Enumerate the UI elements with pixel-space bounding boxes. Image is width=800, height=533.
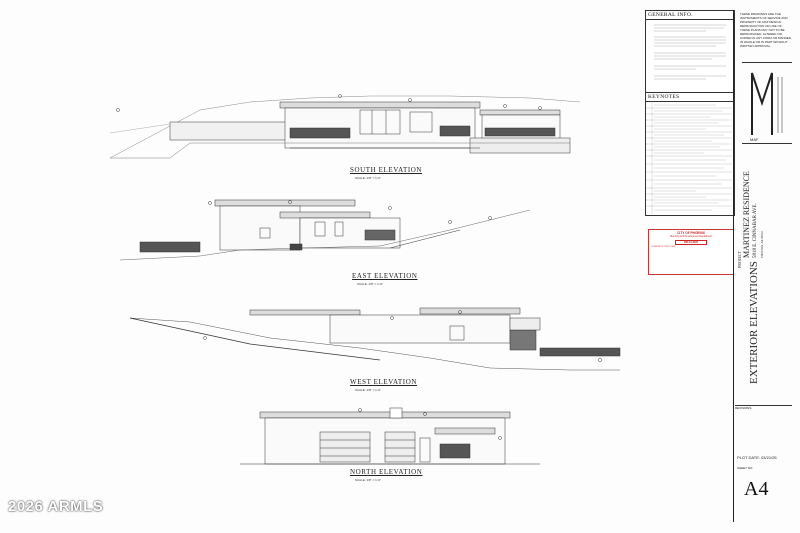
sheet-number-label: SHEET NO. — [737, 466, 754, 470]
south-elevation-scale: SCALE: 1/8" = 1'-0" — [355, 176, 382, 180]
copyright-disclaimer: THESE DRAWINGS ARE THE INSTRUMENTS OF SE… — [740, 12, 792, 48]
east-elevation-title: EAST ELEVATION — [352, 272, 418, 280]
stamp-title: CITY OF PHOENIX — [677, 231, 705, 235]
elevation-drawings — [110, 94, 621, 465]
keynotes-table — [646, 102, 732, 214]
plot-date: PLOT DATE: 03/21/25 — [737, 455, 777, 460]
stamp-note: CONSTRUCTION CODE — [651, 246, 676, 248]
general-info-heading: GENERAL INFO. — [646, 11, 734, 20]
sheet-id: A4 — [744, 478, 769, 500]
maf-logo-mark: MAF — [750, 72, 783, 142]
stamp-status: RELEASED — [675, 240, 707, 245]
west-elevation-scale: SCALE: 1/8" = 1'-0" — [355, 388, 382, 392]
sheet-title: EXTERIOR ELEVATIONS — [748, 261, 760, 384]
stamp-subtitle: Planning and Development Department — [670, 235, 712, 238]
general-info-lines — [646, 20, 734, 92]
title-block — [733, 10, 792, 522]
west-elevation-title: WEST ELEVATION — [350, 378, 418, 386]
revisions-box: REVISIONS — [735, 405, 792, 410]
east-elevation-scale: SCALE: 1/8" = 1'-0" — [357, 282, 384, 286]
south-elevation-drawing — [110, 94, 581, 159]
keynotes-heading: KEYNOTES — [646, 92, 734, 102]
watermark: 2026 ARMLS — [8, 498, 104, 515]
west-elevation-drawing — [129, 307, 621, 371]
south-elevation-title: SOUTH ELEVATION — [350, 166, 423, 174]
north-elevation-scale: SCALE: 1/8" = 1'-0" — [355, 478, 382, 482]
north-elevation-title: NORTH ELEVATION — [350, 468, 423, 476]
city-approval-stamp: CITY OF PHOENIX Planning and Development… — [648, 229, 734, 275]
logo-text: MAF — [750, 137, 759, 142]
east-elevation-drawing — [119, 199, 531, 261]
north-elevation-drawing — [240, 407, 540, 465]
firm-logo: MAF — [742, 62, 792, 144]
general-info-text-lines — [654, 24, 726, 80]
revisions-label: REVISIONS — [735, 406, 752, 410]
notes-panel: GENERAL INFO. KEYNOTES — [645, 10, 735, 216]
